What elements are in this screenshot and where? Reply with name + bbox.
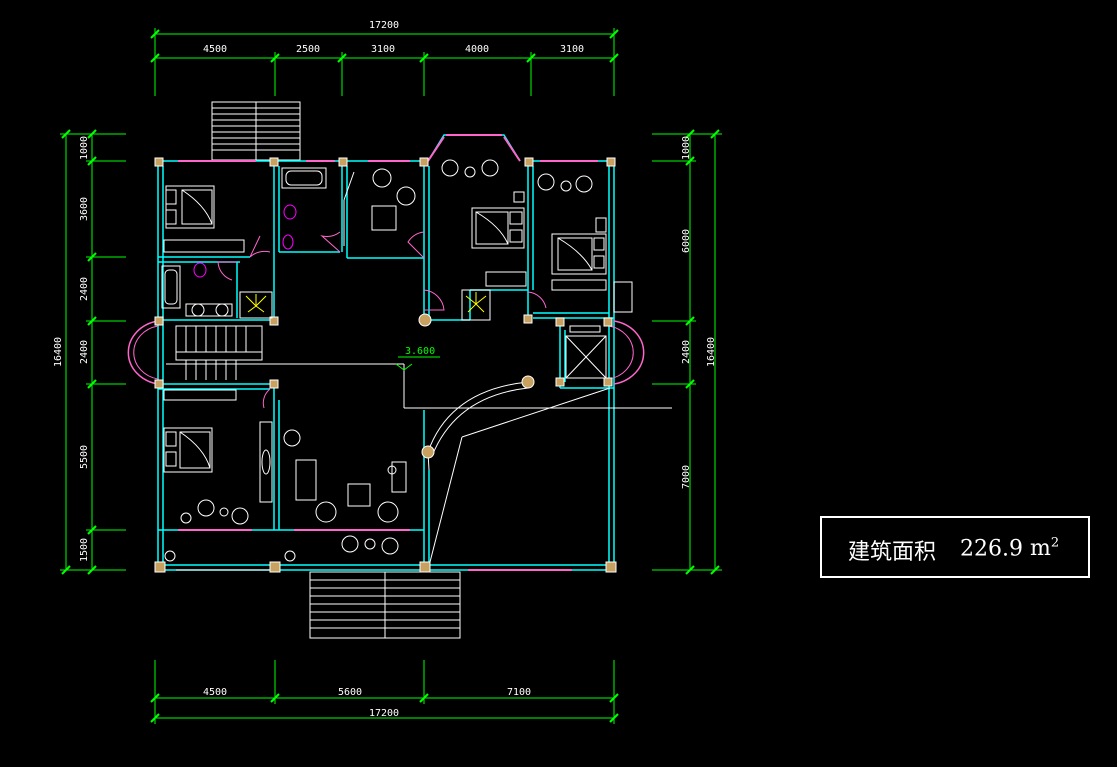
curved-partition — [427, 381, 611, 563]
furniture — [161, 159, 607, 562]
dim-left-seg: 1500 — [79, 538, 90, 562]
area-unit-base: m — [1029, 536, 1051, 562]
interior-staircase — [175, 325, 263, 380]
dim-top-seg: 3100 — [371, 44, 395, 55]
area-unit-sup: 2 — [1050, 536, 1060, 551]
dim-top-seg: 4000 — [465, 44, 489, 55]
dim-top-seg: 3100 — [560, 44, 584, 55]
level-text: 3.600 — [405, 346, 435, 357]
dim-right-seg: 7000 — [681, 465, 692, 489]
dim-bottom-seg: 5600 — [338, 687, 362, 698]
dim-right-seg: 6000 — [681, 229, 692, 253]
dim-left-total: 16400 — [53, 337, 64, 367]
building-area-label: 建筑面积 — [848, 540, 937, 565]
dim-right-total: 16400 — [706, 337, 717, 367]
dim-right-seg: 1000 — [681, 136, 692, 160]
dim-left-seg: 1000 — [79, 136, 90, 160]
dim-bottom-seg: 4500 — [203, 687, 227, 698]
building-area-box: 建筑面积 226.9 m2 — [820, 516, 1090, 578]
dim-right-seg: 2400 — [681, 340, 692, 364]
dim-left-seg: 5500 — [79, 445, 90, 469]
dim-left-seg: 2400 — [79, 340, 90, 364]
dim-bottom-seg: 7100 — [507, 687, 531, 698]
dim-left-seg: 3600 — [79, 197, 90, 221]
columns — [154, 157, 617, 573]
elevator-shaft — [565, 281, 633, 379]
bay-windows — [127, 134, 645, 385]
building-area-value: 226.9 m2 — [960, 536, 1059, 561]
windows — [176, 160, 598, 571]
dim-top-total: 17200 — [369, 20, 399, 31]
dimension-ticks — [61, 29, 720, 723]
dim-bottom-total: 17200 — [369, 708, 399, 719]
dim-top-seg: 4500 — [203, 44, 227, 55]
entry-steps-top — [211, 101, 301, 161]
dim-top-seg: 2500 — [296, 44, 320, 55]
entry-steps-bottom — [309, 571, 461, 639]
level-mark: 3.600 — [166, 346, 672, 409]
doors — [217, 231, 547, 409]
area-unit: m2 — [1030, 536, 1059, 561]
dim-left-seg: 2400 — [79, 277, 90, 301]
area-number: 226.9 — [960, 536, 1023, 562]
